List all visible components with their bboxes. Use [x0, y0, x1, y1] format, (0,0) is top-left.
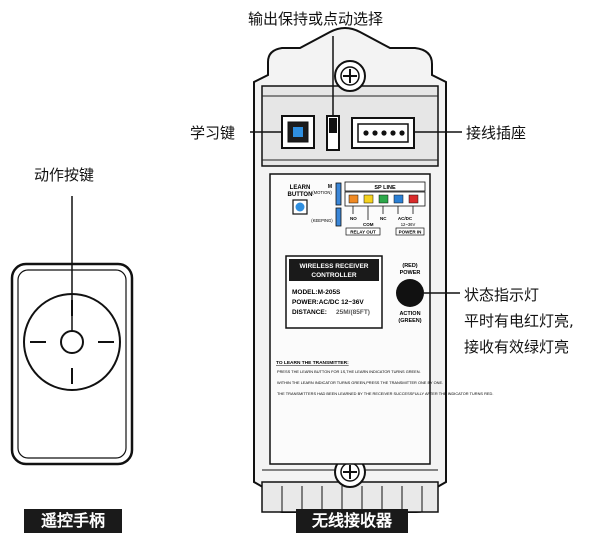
- board-mode-switch-bottom[interactable]: [335, 207, 342, 227]
- remote-control: [10, 262, 134, 466]
- callout-output-mode: 输出保持或点动选择: [248, 10, 384, 28]
- remote-tag: 遥控手柄: [24, 509, 122, 533]
- pin-nc-label: NC: [380, 216, 387, 221]
- plate-distance-label: DISTANCE:: [292, 309, 327, 316]
- keeping-label: (KEEPING): [311, 218, 333, 223]
- led-red-label-1: (RED): [402, 263, 417, 269]
- plate-title-2: CONTROLLER: [311, 272, 356, 279]
- pin-acdc-label: AC/DC: [398, 216, 413, 221]
- relay-out-label: RELAY OUT: [350, 230, 376, 235]
- board-learn-label-1: LEARN: [290, 185, 311, 191]
- terminal-socket: [351, 117, 415, 149]
- power-in-label: POWER IN: [399, 230, 422, 235]
- plate-distance-value: 25M/(85FT): [336, 309, 370, 316]
- board-learn-button-dot: [295, 202, 305, 212]
- receiver-tag: 无线接收器: [296, 509, 408, 533]
- callout-leaders: [71, 36, 462, 331]
- learn-step-3: THE TRANSMITTERS HAD BEEN LEARNED BY THE…: [277, 391, 493, 396]
- pin-nc: [378, 194, 389, 204]
- learn-instructions-title: TO LEARN THE TRANSMITTER:: [276, 360, 349, 366]
- plate-title-1: WIRELESS RECEIVER: [300, 263, 369, 270]
- plate-power: POWER:AC/DC 12~36V: [292, 299, 364, 306]
- action-key-button[interactable]: [60, 330, 84, 354]
- led-green-label-2: (GREEN): [398, 318, 421, 324]
- pin-ac: [393, 194, 404, 204]
- callout-status-3: 接收有效绿灯亮: [464, 338, 570, 356]
- pin-no-label: NO: [350, 216, 357, 221]
- learn-step-1: PRESS THE LEARN BUTTON FOR 1S,THE LEARN …: [277, 369, 421, 374]
- output-mode-switch[interactable]: [326, 115, 340, 151]
- callout-socket: 接线插座: [466, 124, 527, 142]
- led-green-label-1: ACTION: [399, 311, 420, 317]
- callout-learn-key: 学习键: [190, 124, 236, 142]
- board-learn-label-2: BUTTON: [288, 192, 313, 198]
- callout-status-2: 平时有电红灯亮,: [464, 312, 574, 330]
- pin-com: [363, 194, 374, 204]
- plate-model: MODEL:M-205S: [292, 289, 341, 296]
- pin-dc: [408, 194, 419, 204]
- pin-volt-label: 12~36V: [401, 222, 416, 227]
- callout-status-1: 状态指示灯: [464, 286, 540, 304]
- led-red-label-2: POWER: [400, 270, 421, 276]
- callout-action-key: 动作按键: [34, 166, 95, 184]
- top-screw-icon: [334, 60, 366, 92]
- sp-line-label: SP LINE: [374, 185, 396, 191]
- status-led: [396, 279, 424, 307]
- momentary-label: M: [328, 184, 332, 190]
- board-mode-switch-top[interactable]: [335, 182, 342, 206]
- pin-com-label: COM: [363, 222, 374, 227]
- learn-step-2: WITHIN THE LEARN INDICATOR TURNS GREEN,P…: [277, 380, 443, 385]
- learn-key-button[interactable]: [281, 115, 315, 149]
- momentary-sub-label: (MOTION): [312, 190, 332, 195]
- pin-no: [348, 194, 359, 204]
